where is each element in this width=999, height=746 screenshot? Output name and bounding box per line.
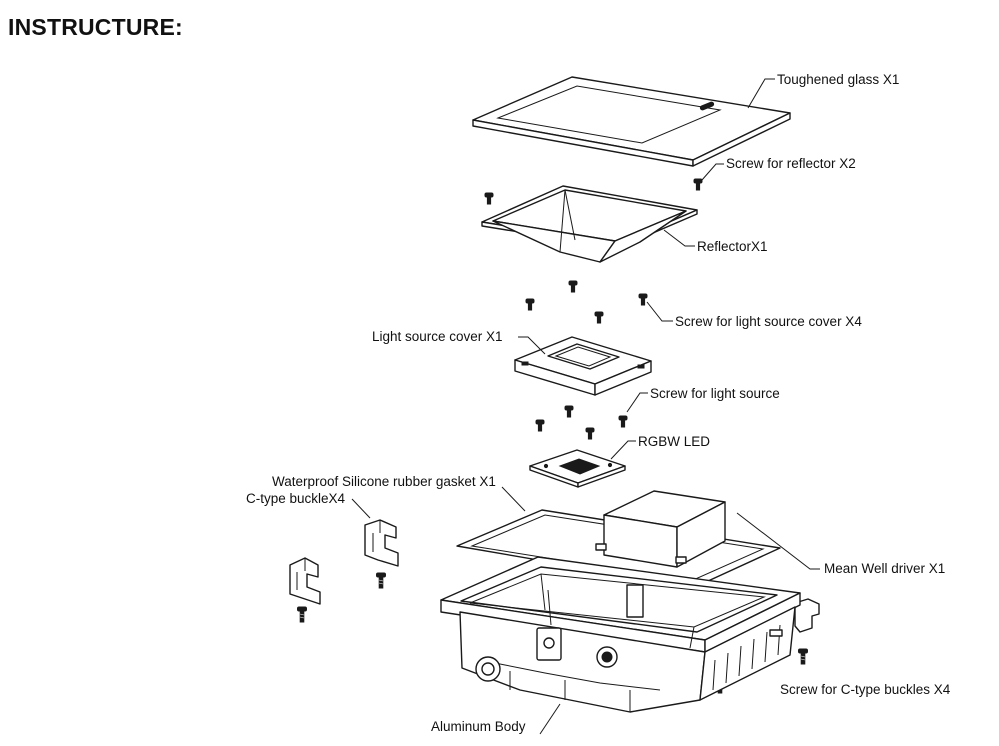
label-screw-buckles: Screw for C-type buckles X4 — [780, 682, 951, 697]
mean-well-driver-part — [595, 490, 726, 568]
page-title: INSTRUCTURE: — [8, 14, 183, 40]
label-screw-light-cover: Screw for light source cover X4 — [675, 314, 862, 329]
label-gasket: Waterproof Silicone rubber gasket X1 — [272, 474, 496, 489]
reflector-part — [481, 185, 698, 263]
light-cover-screw-icon — [525, 280, 648, 324]
toughened-glass-part — [472, 76, 791, 167]
label-c-type-buckle: C-type buckleX4 — [246, 491, 346, 506]
label-rgbw-led: RGBW LED — [638, 434, 710, 449]
rgbw-led-part — [529, 449, 626, 488]
label-driver: Mean Well driver X1 — [824, 561, 945, 576]
label-light-source-cover: Light source cover X1 — [372, 329, 503, 344]
aluminum-body-part — [440, 556, 801, 713]
light-source-screw-icon — [535, 405, 628, 440]
light-source-cover-part — [514, 336, 652, 396]
label-screw-reflector: Screw for reflector X2 — [726, 156, 856, 171]
label-aluminum-body: Aluminum Body — [431, 719, 526, 734]
label-toughened-glass: Toughened glass X1 — [777, 72, 899, 87]
label-screw-light-source: Screw for light source — [650, 386, 780, 401]
leader-lines — [351, 78, 820, 735]
label-reflector: ReflectorX1 — [697, 239, 768, 254]
